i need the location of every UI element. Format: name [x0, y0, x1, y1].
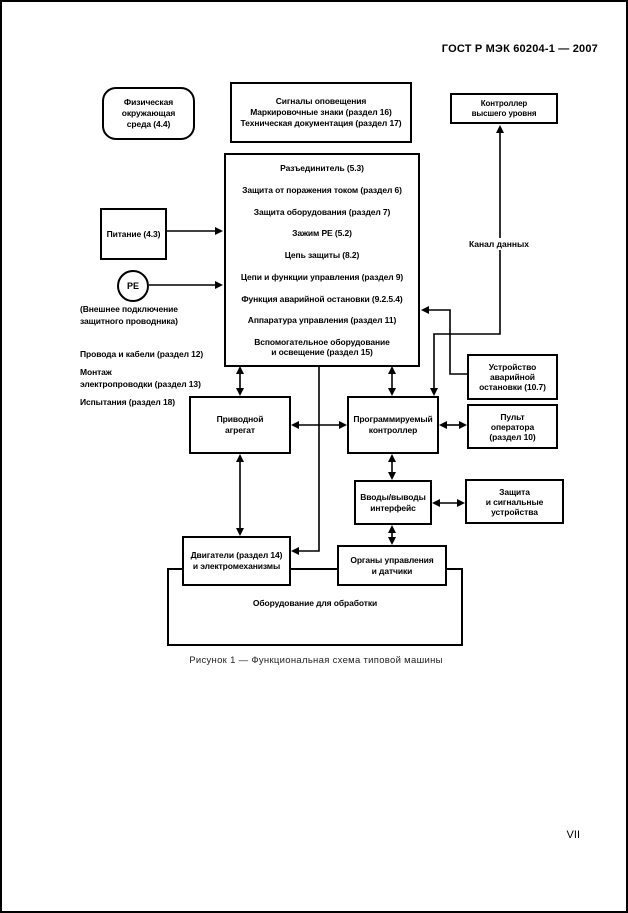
node-motors-label: Двигатели (раздел 14) и электромеханизмы — [190, 550, 283, 571]
arrow-drive-motors-up — [236, 454, 244, 462]
arrow-plc-io-down — [388, 472, 396, 480]
arrow-main-motors — [291, 547, 299, 555]
arrow-main-drive-down — [236, 388, 244, 396]
arrow-data-up — [496, 125, 504, 133]
figure-caption: Рисунок 1 — Функциональная схема типовой… — [189, 655, 443, 666]
wire-data-channel — [433, 132, 501, 389]
node-drive: Приводной агрегат — [189, 396, 291, 454]
wiring-label: Монтаж электропроводки (раздел 13) — [80, 367, 201, 389]
node-main: Разъединитель (5.3) Защита от поражения … — [224, 153, 420, 367]
main-line-equipment-protection: Защита оборудования (раздел 7) — [253, 206, 391, 217]
node-environment-label: Физическая окружающая среда (4.4) — [121, 97, 176, 129]
node-signals: Сигналы оповещения Маркировочные знаки (… — [230, 82, 412, 143]
node-operator-panel: Пульт оператора (раздел 10) — [467, 404, 558, 449]
node-environment: Физическая окружающая среда (4.4) — [102, 87, 195, 140]
node-estop-device-label: Устройство аварийной остановки (10.7) — [479, 362, 546, 392]
node-pe-label: PE — [126, 281, 139, 291]
node-controls-label: Органы управления и датчики — [350, 554, 434, 576]
node-upper-controller: Контроллер высшего уровня — [450, 93, 558, 124]
main-line-disconnector: Разъединитель (5.3) — [280, 163, 364, 173]
arrow-main-plc-down — [388, 388, 396, 396]
arrow-drive-motors-down — [236, 528, 244, 536]
arrow-supply-main — [215, 227, 223, 235]
node-guards: Защита и сигнальные устройства — [465, 479, 564, 524]
node-signals-label: Сигналы оповещения Маркировочные знаки (… — [240, 96, 402, 128]
node-supply: Питание (4.3) — [100, 208, 167, 260]
page-number: VII — [566, 829, 580, 841]
main-line-pe-terminal: Зажим PE (5.2) — [292, 228, 352, 239]
arrow-data-down — [430, 388, 438, 396]
node-pe-terminal: PE — [117, 270, 149, 302]
node-estop-device: Устройство аварийной остановки (10.7) — [467, 354, 558, 400]
arrow-pe-main — [215, 281, 223, 289]
wire-main-motors — [298, 367, 320, 552]
main-line-estop-function: Функция аварийной остановки (9.2.5.4) — [241, 293, 403, 304]
data-channel-label: Канал данных — [466, 238, 533, 250]
arrow-estop-main — [421, 306, 429, 314]
arrow-main-plc-up — [388, 366, 396, 374]
main-line-control-gear: Аппаратура управления (раздел 11) — [247, 315, 397, 326]
node-guards-label: Защита и сигнальные устройства — [485, 486, 544, 517]
node-plc: Программируемый контроллер — [347, 396, 439, 454]
node-drive-label: Приводной агрегат — [216, 414, 264, 435]
arrow-io-guards-right — [457, 499, 465, 507]
node-operator-panel-label: Пульт оператора (раздел 10) — [489, 411, 536, 442]
main-line-shock-protection: Защита от поражения током (раздел 6) — [242, 184, 402, 195]
arrow-main-drive-up — [236, 366, 244, 374]
node-plc-label: Программируемый контроллер — [353, 414, 433, 435]
page-header: ГОСТ Р МЭК 60204-1 — 2007 — [441, 43, 598, 55]
node-supply-label: Питание (4.3) — [106, 228, 161, 239]
arrow-io-controls-down — [388, 537, 396, 545]
arrow-io-guards-left — [432, 499, 440, 507]
wires-label: Провода и кабели (раздел 12) — [80, 349, 204, 359]
main-line-auxiliary: Вспомогательное оборудование и освещение… — [254, 337, 390, 357]
arrow-plc-panel-right — [459, 421, 467, 429]
arrow-drive-plc-right — [339, 421, 347, 429]
node-io-interface-label: Вводы/выводы интерфейс — [360, 491, 426, 513]
main-line-protective-circuit: Цепь защиты (8.2) — [284, 250, 360, 260]
arrow-plc-panel-left — [439, 421, 447, 429]
node-upper-controller-label: Контроллер высшего уровня — [471, 98, 537, 118]
node-motors: Двигатели (раздел 14) и электромеханизмы — [182, 536, 291, 586]
tests-label: Испытания (раздел 18) — [80, 397, 175, 407]
main-line-control-circuits: Цепи и функции управления (раздел 9) — [240, 271, 404, 282]
wire-estop-main — [428, 309, 467, 375]
arrow-drive-plc-left — [291, 421, 299, 429]
arrow-io-controls-up — [388, 525, 396, 533]
pe-note: (Внешнее подключение защитного проводник… — [80, 304, 178, 326]
node-io-interface: Вводы/выводы интерфейс — [354, 480, 432, 525]
node-controls: Органы управления и датчики — [337, 545, 447, 586]
node-processing-label: Оборудование для обработки — [252, 598, 378, 608]
arrow-plc-io-up — [388, 454, 396, 462]
